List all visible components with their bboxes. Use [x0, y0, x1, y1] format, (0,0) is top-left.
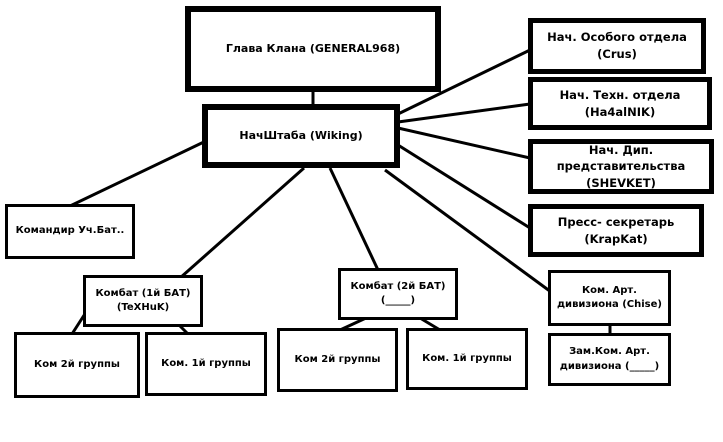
- label-tech-dept: Нач. Техн. отдела (Ha4alNIK): [559, 87, 681, 119]
- box-battalion-2: Комбат (2й БАТ) (_____): [338, 268, 458, 320]
- box-special-dept: Нач. Особого отдела (Crus): [528, 18, 706, 74]
- connector-chief-bat2: [328, 167, 380, 271]
- label-artillery-deputy: Зам.Ком. Арт. дивизиона (_____): [559, 346, 660, 372]
- box-bat2-group-1: Ком. 1й группы: [406, 328, 528, 390]
- box-press-secretary: Пресс- секретарь (KrapKat): [528, 204, 704, 257]
- box-artillery-deputy: Зам.Ком. Арт. дивизиона (_____): [548, 333, 671, 386]
- label-bat2-group-1: Ком. 1й группы: [422, 352, 512, 364]
- label-training-battalion: Командир Уч.Бат..: [15, 225, 125, 237]
- label-chief-of-staff: НачШтаба (Wiking): [239, 129, 363, 143]
- connector-chief-press: [389, 138, 531, 230]
- connector-chief-tech: [397, 102, 531, 124]
- connector-chief-art: [384, 168, 563, 302]
- label-artillery-commander: Ком. Арт. дивизиона (Chise): [556, 284, 662, 311]
- label-press-secretary: Пресс- секретарь (KrapKat): [557, 214, 675, 246]
- box-tech-dept: Нач. Техн. отдела (Ha4alNIK): [528, 77, 712, 130]
- label-battalion-1: Комбат (1й БАТ) (TeXHuK): [95, 287, 191, 314]
- label-bat2-group-2: Ком 2й группы: [294, 353, 381, 365]
- box-bat1-group-2: Ком 2й группы: [14, 332, 140, 398]
- label-battalion-2: Комбат (2й БАТ) (_____): [350, 280, 446, 307]
- label-diplomacy: Нач. Дип. представительства (SHEVKET): [556, 142, 686, 190]
- box-chief-of-staff: НачШтаба (Wiking): [202, 104, 400, 168]
- connector-chief-trainingbat: [69, 138, 209, 208]
- box-battalion-1: Комбат (1й БАТ) (TeXHuK): [83, 275, 203, 327]
- label-bat1-group-1: Ком. 1й группы: [161, 357, 251, 369]
- box-bat2-group-2: Ком 2й группы: [277, 328, 398, 392]
- label-bat1-group-2: Ком 2й группы: [34, 358, 120, 370]
- box-clan-head: Глава Клана (GENERAL968): [185, 6, 441, 92]
- box-diplomacy: Нач. Дип. представительства (SHEVKET): [528, 139, 714, 194]
- connector-chief-bat1: [179, 166, 305, 280]
- label-special-dept: Нач. Особого отдела (Crus): [547, 30, 687, 61]
- label-clan-head: Глава Клана (GENERAL968): [225, 42, 401, 56]
- connector-chief-dip: [397, 126, 531, 160]
- box-artillery-commander: Ком. Арт. дивизиона (Chise): [548, 270, 671, 326]
- connector-chief-crus: [397, 48, 531, 116]
- box-bat1-group-1: Ком. 1й группы: [145, 332, 267, 396]
- box-training-battalion: Командир Уч.Бат..: [5, 204, 135, 259]
